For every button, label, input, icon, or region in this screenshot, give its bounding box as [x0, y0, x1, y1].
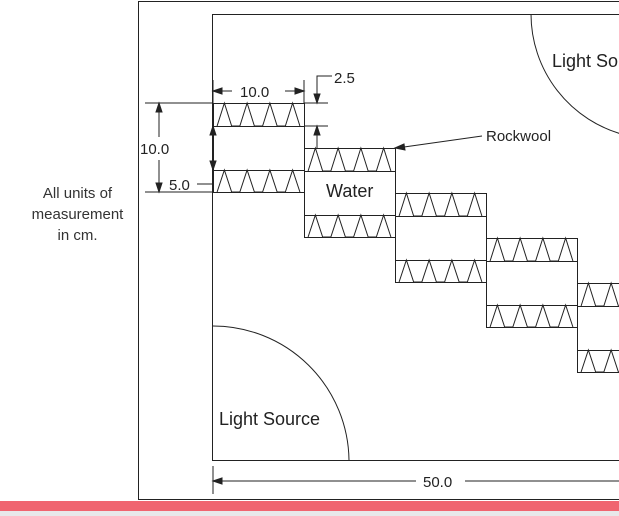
module-5-rockwool-bottom [577, 350, 619, 373]
module-1-rockwool-top [213, 103, 305, 127]
dim-water-arrow-top [209, 124, 217, 136]
accent-bar-shadow [0, 511, 619, 516]
rockwool-leader-arrow [393, 143, 406, 151]
dim-water-label: 5.0 [169, 177, 190, 194]
module-4-rockwool-top [486, 238, 578, 262]
module-3-water [395, 216, 487, 261]
accent-bar [0, 501, 619, 511]
module-4-rockwool-top-fibers [489, 236, 574, 262]
module-3-rockwool-top [395, 193, 487, 217]
units-note-line-2: measurement [31, 206, 124, 223]
units-note-line-3: in cm. [57, 227, 98, 244]
figure-frame [138, 1, 619, 500]
module-4-water [486, 261, 578, 306]
light-source-top-label: Light Source [552, 51, 619, 71]
module-2-rockwool-bottom-fibers [307, 213, 392, 238]
dim-rockwool-label: 2.5 [334, 70, 355, 87]
module-2-rockwool-top-fibers [307, 146, 392, 172]
dim-height-arrow-bottom [155, 182, 163, 194]
units-note: All units of measurement in cm. [0, 183, 155, 246]
module-1-water [213, 126, 305, 171]
module-5-rockwool-bottom-fibers [580, 348, 619, 373]
dim-rockwool-arrow-top [313, 93, 321, 105]
growing-modules [213, 101, 619, 373]
dim-water-arrow-bottom [209, 160, 217, 172]
rockwool-label: Rockwool [486, 128, 551, 145]
dim-width-arrow-left [211, 87, 223, 95]
dim-total-label: 50.0 [423, 474, 452, 491]
module-3-rockwool-bottom-fibers [398, 258, 483, 283]
module-4-rockwool-bottom-fibers [489, 303, 574, 328]
water-label: Water [326, 181, 373, 201]
dim-width-arrow-right [294, 87, 306, 95]
light-source-bottom-arc [212, 325, 350, 461]
dim-height-label: 10.0 [140, 141, 169, 158]
units-note-line-1: All units of [42, 185, 113, 202]
dim-height-arrow-top [155, 101, 163, 113]
module-5-water [577, 306, 619, 351]
dim-total-arrow-left [211, 477, 223, 485]
module-1-rockwool-top-fibers [216, 101, 301, 127]
light-source-bottom-label: Light Source [219, 409, 320, 429]
module-5-rockwool-top-fibers [580, 281, 619, 307]
module-3-rockwool-top-fibers [398, 191, 483, 217]
module-1-rockwool-bottom-fibers [216, 168, 301, 193]
module-5-rockwool-top [577, 283, 619, 307]
tray-outline [212, 14, 619, 461]
module-2-rockwool-top [304, 148, 396, 172]
dim-rockwool-leader-top [316, 75, 332, 101]
dim-width-label: 10.0 [240, 84, 269, 101]
rockwool-leader [396, 135, 483, 149]
light-source-top-arc [530, 13, 619, 134]
dim-rockwool-arrow-bottom [313, 124, 321, 136]
